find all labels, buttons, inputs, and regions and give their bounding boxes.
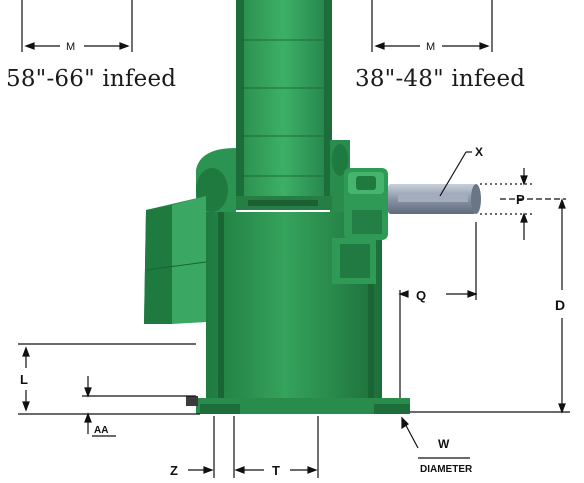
x-leader [439,151,472,197]
m-right-label: M [426,41,435,53]
z-label: Z [170,463,178,478]
p-label: P [516,192,525,207]
left-infeed-caption: 58"-66" infeed [6,66,177,92]
d-label: D [555,297,565,313]
right-infeed-caption: 38"-48" infeed [355,66,526,92]
rotor-housing [196,140,350,240]
p-dimension [480,168,566,240]
m-left-label: M [66,41,75,53]
l-label: L [20,372,28,387]
infeed-tower [236,0,332,208]
q-label: Q [416,288,426,303]
diameter-label: DIAMETER [420,464,473,475]
drive-shaft [388,184,481,214]
w-leader [401,416,470,459]
discharge-chute [144,196,207,324]
z-t-dimension [188,416,319,478]
gearbox [344,168,388,240]
t-label: T [272,463,280,478]
q-dimension [398,222,478,398]
w-label: W [438,437,450,451]
d-dimension [410,198,570,414]
main-body [186,212,410,414]
l-dimension [18,343,200,415]
x-label: X [475,145,483,159]
aa-dimension [82,376,196,437]
aa-label: AA [94,425,108,436]
m-dimension-right [371,0,493,52]
m-dimension-left [21,0,133,52]
